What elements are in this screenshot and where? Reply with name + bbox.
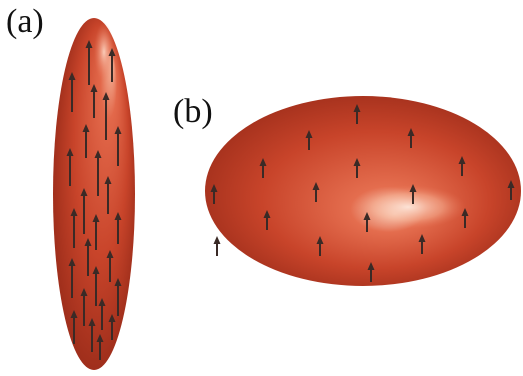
magnetization-arrow xyxy=(82,124,90,158)
magnetization-arrow xyxy=(367,262,375,282)
panel-b: (b) xyxy=(173,93,521,286)
magnetization-arrow xyxy=(70,310,78,344)
oblate-ellipsoid xyxy=(205,96,521,286)
magnetization-arrow xyxy=(353,104,361,124)
magnetization-arrow xyxy=(88,318,96,352)
magnetization-arrow xyxy=(507,180,515,200)
magnetization-arrow xyxy=(461,208,469,228)
magnetization-arrow xyxy=(353,158,361,178)
magnetization-arrow xyxy=(68,258,76,298)
magnetization-arrow xyxy=(68,72,76,112)
prolate-ellipsoid xyxy=(53,18,135,370)
magnetization-arrow xyxy=(114,126,122,166)
magnetization-arrow xyxy=(407,128,415,148)
magnetization-arrow xyxy=(418,234,426,254)
magnetization-arrow xyxy=(305,130,313,150)
magnetization-arrow xyxy=(70,208,78,248)
magnetization-arrow xyxy=(98,298,106,330)
panel-b-arrows xyxy=(210,104,515,282)
panel-a-label: (a) xyxy=(6,3,44,40)
magnetization-arrow xyxy=(94,150,102,196)
magnetization-arrow xyxy=(80,188,88,234)
magnetization-arrow xyxy=(85,40,93,85)
magnetization-arrow xyxy=(259,158,267,178)
magnetization-arrow xyxy=(210,184,218,204)
magnetization-arrow xyxy=(363,212,371,232)
magnetization-arrow xyxy=(312,182,320,202)
magnetization-arrow xyxy=(104,176,112,214)
oblate-ellipsoid-highlight xyxy=(350,185,466,229)
magnetization-arrow xyxy=(92,214,100,250)
magnetization-arrow xyxy=(92,266,100,306)
prolate-ellipsoid-highlight xyxy=(94,22,114,82)
magnetization-arrow xyxy=(114,278,122,316)
magnetization-arrow xyxy=(263,210,271,230)
magnetization-arrow xyxy=(96,334,104,360)
magnetization-arrow xyxy=(213,236,221,256)
magnetization-arrow xyxy=(102,92,110,140)
panel-b-label: (b) xyxy=(173,93,213,130)
magnetization-arrow xyxy=(66,148,74,186)
magnetization-arrow xyxy=(80,288,88,326)
magnetization-arrow xyxy=(316,236,324,256)
magnetization-arrow xyxy=(114,212,122,244)
magnetization-arrow xyxy=(458,156,466,176)
panel-a: (a) xyxy=(6,3,135,370)
magnetization-arrow xyxy=(84,238,92,276)
magnetization-arrow xyxy=(108,48,116,82)
panel-a-arrows xyxy=(66,40,122,360)
magnetization-arrow xyxy=(90,84,98,118)
magnetization-arrow xyxy=(106,250,114,282)
magnetization-arrow xyxy=(108,314,116,340)
magnetization-arrow xyxy=(409,184,417,204)
